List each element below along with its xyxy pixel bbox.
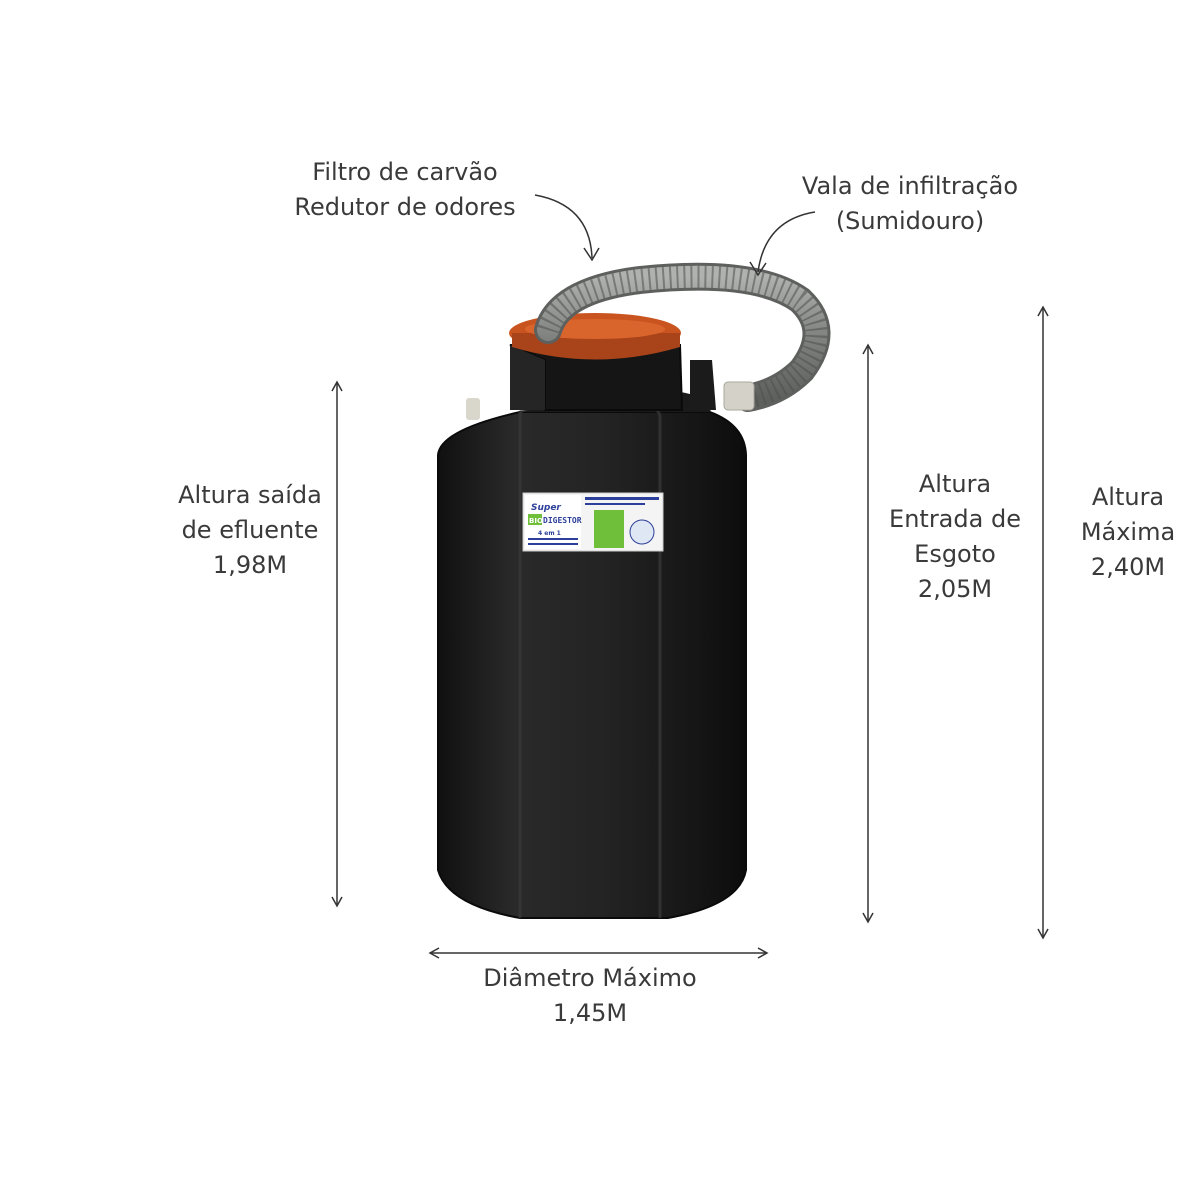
saida-annotation-value: 1,98M: [212, 551, 288, 579]
entrada-annotation-value: 2,05M: [917, 575, 993, 603]
maxima-annotation-line1: Altura: [1091, 483, 1165, 511]
vala-annotation: Vala de infiltração (Sumidouro): [770, 169, 1050, 239]
entrada-annotation-line1: Altura: [918, 470, 992, 498]
outlet-fitting: [466, 398, 480, 420]
lid: [509, 313, 681, 360]
dimension-entrada: [862, 343, 874, 924]
diametro-annotation-line1: Diâmetro Máximo: [483, 964, 697, 992]
dimension-maxima: [1037, 305, 1049, 940]
sticker-brand-main: DIGESTOR: [543, 516, 582, 525]
maxima-annotation-line2: Máxima: [1080, 518, 1176, 546]
filter-pointer-arrow: [534, 194, 593, 259]
filter-pointer-arrow-head: [583, 247, 600, 262]
product-sticker: Super BIO DIGESTOR 4 em 1: [522, 492, 664, 552]
diametro-annotation: Diâmetro Máximo 1,45M: [440, 961, 740, 1031]
dimension-diametro: [428, 947, 769, 959]
entrada-annotation-line3: Esgoto: [914, 540, 996, 568]
hose: [534, 262, 831, 412]
filter-annotation-line2: Redutor de odores: [294, 193, 516, 221]
sticker-brand-top: Super: [531, 503, 561, 513]
vala-annotation-line2: (Sumidouro): [835, 207, 985, 235]
tank-body: [437, 344, 747, 919]
saida-annotation: Altura saída de efluente 1,98M: [150, 478, 350, 583]
sticker-brand-mid: BIO: [529, 517, 543, 525]
saida-annotation-line2: de efluente: [181, 516, 319, 544]
filter-annotation-line1: Filtro de carvão: [312, 158, 498, 186]
dimension-saida: [331, 380, 343, 908]
filter-annotation: Filtro de carvão Redutor de odores: [260, 155, 550, 225]
maxima-annotation: Altura Máxima 2,40M: [1068, 480, 1188, 585]
entrada-annotation: Altura Entrada de Esgoto 2,05M: [865, 467, 1045, 607]
maxima-annotation-value: 2,40M: [1090, 553, 1166, 581]
diametro-annotation-value: 1,45M: [552, 999, 628, 1027]
sticker-badge: 4 em 1: [538, 530, 561, 537]
vala-annotation-line1: Vala de infiltração: [801, 172, 1019, 200]
vala-pointer-arrow-head: [749, 261, 767, 277]
saida-annotation-line1: Altura saída: [178, 481, 322, 509]
vala-pointer-arrow: [757, 211, 816, 273]
entrada-annotation-line2: Entrada de: [889, 505, 1021, 533]
